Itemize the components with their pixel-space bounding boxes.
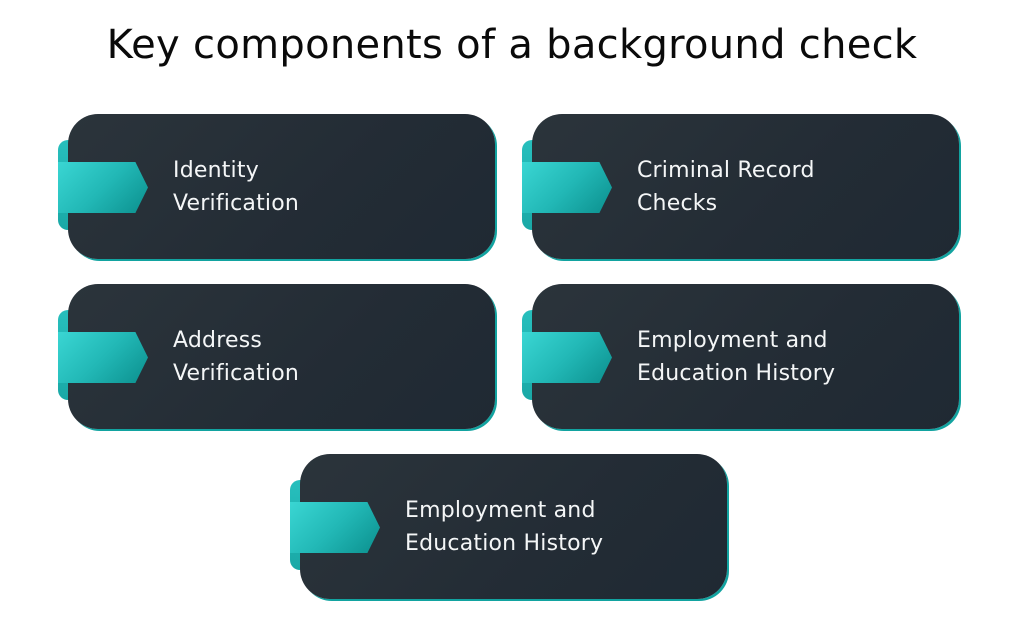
component-card-address-verification: Address Verification xyxy=(58,284,505,431)
ribbon-tab-icon xyxy=(290,502,380,553)
component-card-criminal-record-checks: Criminal Record Checks xyxy=(522,114,969,261)
card-label: Identity Verification xyxy=(173,154,299,220)
page-title: Key components of a background check xyxy=(106,22,918,68)
card-label-line1: Address xyxy=(173,328,263,353)
ribbon-tab-icon xyxy=(522,332,612,383)
card-label-line1: Employment and xyxy=(405,498,596,523)
card-label-line2: Checks xyxy=(637,191,718,216)
ribbon-tab-icon xyxy=(522,162,612,213)
card-label-line1: Criminal Record xyxy=(637,158,815,183)
component-card-identity-verification: Identity Verification xyxy=(58,114,505,261)
component-card-employment-education-history-2: Employment and Education History xyxy=(290,454,737,601)
component-card-employment-education-history: Employment and Education History xyxy=(522,284,969,431)
card-label-line2: Verification xyxy=(173,361,300,386)
card-label-line2: Verification xyxy=(173,191,300,216)
card-label-line2: Education History xyxy=(637,361,836,386)
ribbon-tab-icon xyxy=(58,332,148,383)
ribbon-tab-icon xyxy=(58,162,148,213)
card-label-line1: Employment and xyxy=(637,328,828,353)
card-label: Employment and Education History xyxy=(637,324,835,390)
card-label: Address Verification xyxy=(173,324,299,390)
card-label-line1: Identity xyxy=(173,158,259,183)
card-label: Employment and Education History xyxy=(405,494,603,560)
card-label: Criminal Record Checks xyxy=(637,154,815,220)
card-label-line2: Education History xyxy=(405,531,604,556)
